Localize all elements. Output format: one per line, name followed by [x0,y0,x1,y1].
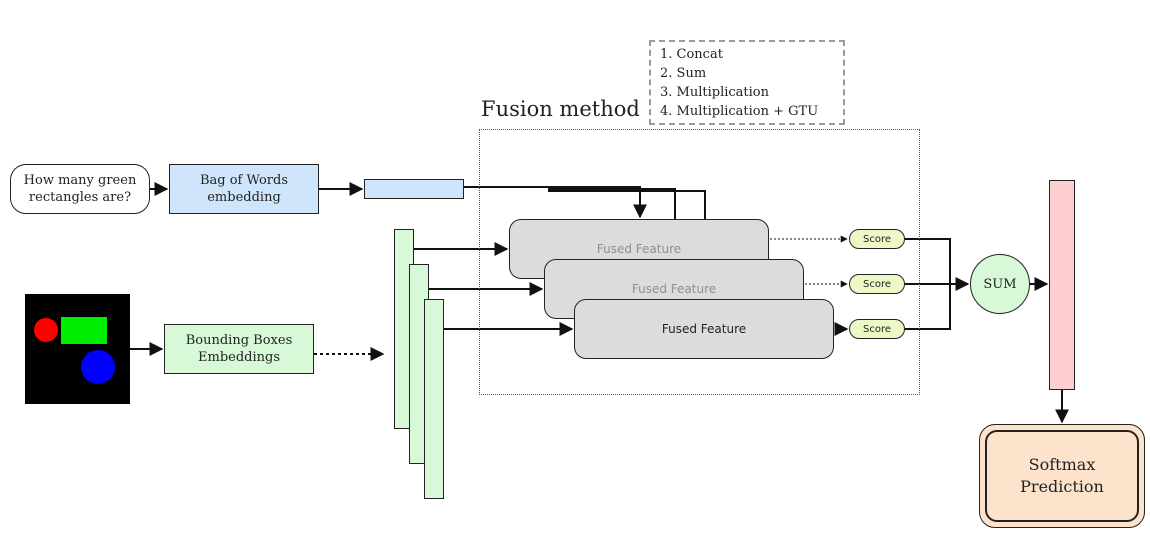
score-node-1: Score [849,229,905,249]
text-embedding-vector [364,179,464,199]
blue-circle-shape [81,350,115,384]
question-node: How many green rectangles are? [10,164,150,214]
bbox-embedding-bar-3 [424,299,444,499]
sum-node: SUM [970,254,1030,314]
score-node-2: Score [849,274,905,294]
input-image [25,294,130,404]
green-rectangle-shape [61,317,107,344]
bounding-boxes-node: Bounding Boxes Embeddings [164,324,314,374]
softmax-prediction-node: Softmax Prediction [985,430,1139,522]
output-vector [1049,180,1075,390]
fused-feature-3: Fused Feature [574,299,834,359]
score-node-3: Score [849,319,905,339]
fusion-frame [479,129,920,395]
fusion-method-item: 1. Concat [660,47,723,62]
red-circle-shape [34,318,58,342]
fusion-method-item: 3. Multiplication [660,85,770,100]
fusion-title: Fusion method [481,97,640,121]
fusion-method-item: 2. Sum [660,66,707,81]
fusion-method-item: 4. Multiplication + GTU [660,104,819,119]
bag-of-words-node: Bag of Words embedding [169,164,319,214]
fusion-methods-list: 1. Concat 2. Sum 3. Multiplication 4. Mu… [649,40,845,125]
